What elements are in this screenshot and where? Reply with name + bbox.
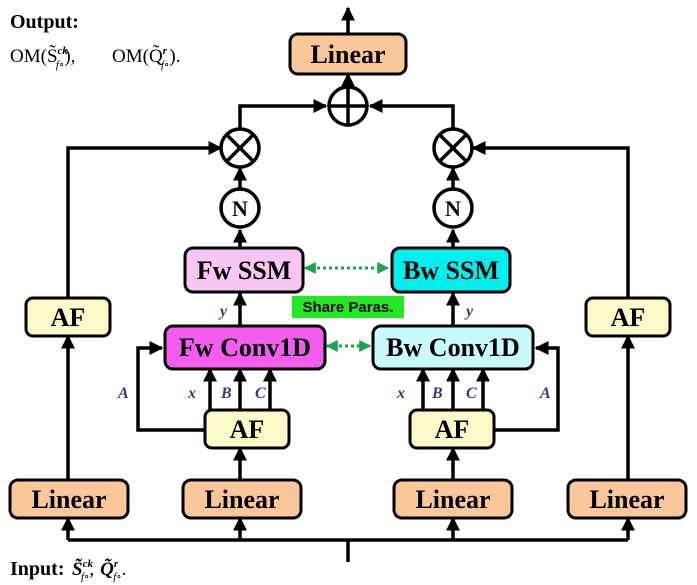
top-linear-label: Linear: [310, 40, 385, 69]
linear-4-label: Linear: [589, 485, 664, 514]
af-right-block: AF: [584, 296, 672, 338]
c-bw-label: C: [466, 385, 477, 402]
share-paras-badge: Share Paras.: [292, 296, 404, 318]
bw-conv-label: Bw Conv1D: [386, 333, 520, 362]
multiply-operator-right: [432, 127, 474, 169]
norm-right-label: N: [445, 196, 461, 221]
a-bw-label: A: [539, 385, 551, 402]
linear-block-2: Linear: [181, 478, 303, 520]
c-fw-label: C: [255, 385, 266, 402]
af-right-to-mult-right: [471, 141, 630, 298]
a-fw-label: A: [117, 385, 129, 402]
bw-ssm-label: Bw SSM: [403, 256, 499, 285]
linear-2-label: Linear: [204, 485, 279, 514]
af-fw-label: AF: [230, 415, 265, 444]
linear-block-3: Linear: [392, 478, 514, 520]
bw-ssm-block: Bw SSM: [390, 246, 512, 294]
x-fw-label: x: [187, 385, 196, 402]
fw-ssm-label: Fw SSM: [197, 256, 292, 285]
share-paras-label: Share Paras.: [303, 299, 394, 316]
af-bw-label: AF: [435, 415, 470, 444]
af-fw-block: AF: [203, 408, 291, 450]
af-left-block: AF: [24, 296, 112, 338]
fw-conv-block: Fw Conv1D: [163, 324, 327, 371]
linear-1-label: Linear: [31, 485, 106, 514]
af-bw-a-arrow: [488, 341, 560, 432]
b-fw-label: B: [220, 385, 232, 402]
mult-right-to-add: [368, 99, 455, 128]
x-bw-label: x: [396, 385, 405, 402]
norm-circle-left: N: [219, 187, 261, 229]
af-right-label: AF: [611, 303, 646, 332]
input-label: Input:: [10, 558, 64, 580]
linear-3-label: Linear: [415, 485, 490, 514]
af-fw-a-arrow: [136, 341, 205, 432]
bw-conv-block: Bw Conv1D: [371, 324, 535, 371]
add-operator: [327, 85, 369, 127]
top-linear-block: Linear: [288, 32, 408, 76]
af-left-to-mult-left: [66, 141, 223, 298]
b-bw-label: B: [431, 385, 443, 402]
af-left-label: AF: [51, 303, 86, 332]
multiply-operator-left: [219, 127, 261, 169]
y-bw-label: y: [464, 303, 474, 320]
fw-conv-label: Fw Conv1D: [179, 333, 311, 362]
norm-left-label: N: [232, 196, 248, 221]
linear-block-4: Linear: [566, 478, 688, 520]
af-bw-block: AF: [408, 408, 496, 450]
fw-ssm-block: Fw SSM: [183, 246, 305, 294]
mult-left-to-add: [238, 99, 328, 128]
output-label: Output:: [10, 11, 79, 33]
linear-block-1: Linear: [8, 478, 130, 520]
connectors: [61, 6, 635, 562]
y-fw-label: y: [218, 303, 228, 320]
norm-circle-right: N: [432, 187, 474, 229]
